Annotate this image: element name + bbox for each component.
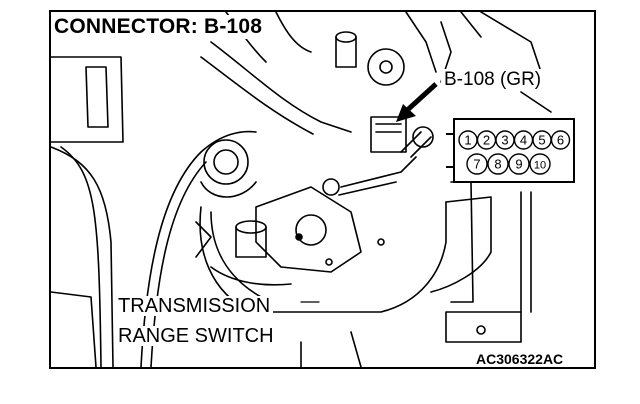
- connector-pin-number: 1: [464, 133, 471, 148]
- connector-pin-number: 4: [520, 133, 527, 148]
- connector-pin-number: 8: [494, 157, 501, 172]
- connector-pin-number: 7: [473, 157, 480, 172]
- connector-pin-5: 5: [532, 130, 552, 150]
- component-label-line2: RANGE SWITCH: [115, 326, 277, 346]
- connector-pin-number: 5: [538, 133, 545, 148]
- connector-pin-circle: [529, 153, 551, 175]
- connector-pin-circle: [487, 153, 509, 175]
- connector-pin-3: 3: [495, 130, 515, 150]
- connector-pin-10: 10: [529, 153, 551, 175]
- connector-pin-circle: [508, 153, 530, 175]
- connector-pin-number: 2: [483, 133, 490, 148]
- connector-pointer-arrow: [396, 82, 438, 122]
- connector-label: B-108 (GR): [441, 69, 545, 90]
- connector-pin-circle: [550, 130, 571, 150]
- figure-code: AC306322AC: [474, 351, 566, 367]
- connector-pin-6: 6: [550, 130, 571, 150]
- connector-pin-number: 10: [534, 160, 546, 172]
- connector-pin-9: 9: [508, 153, 530, 175]
- connector-pin-number: 6: [557, 133, 564, 148]
- connector-pin-8: 8: [487, 153, 509, 175]
- connector-pin-4: 4: [513, 130, 534, 150]
- connector-pin-number: 9: [515, 157, 522, 172]
- connector-pin-2: 2: [476, 130, 497, 150]
- diagram-title: CONNECTOR: B-108: [53, 15, 266, 39]
- connector-pin-1: 1: [458, 130, 478, 150]
- connector-pin-circle: [466, 153, 488, 175]
- connector-pin-7: 7: [466, 153, 488, 175]
- connector-pin-number: 3: [501, 133, 508, 148]
- component-label-line1: TRANSMISSION: [115, 296, 274, 316]
